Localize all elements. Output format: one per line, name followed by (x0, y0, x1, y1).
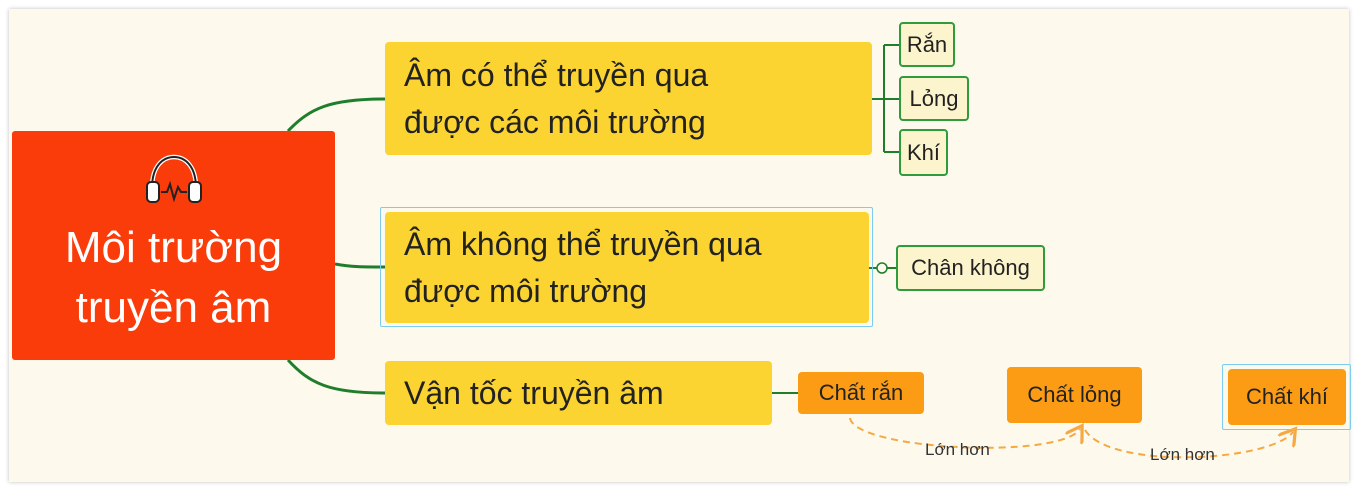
connector-root-branch-3 (286, 358, 386, 395)
connector-branch-1-leaves (872, 44, 899, 153)
root-topic[interactable]: Môi trường truyền âm (12, 131, 335, 360)
root-title-line-1: Môi trường (64, 222, 283, 272)
leaf-vacuum[interactable]: Chân không (896, 245, 1045, 291)
leaf-liquid[interactable]: Lỏng (899, 76, 969, 121)
leaf-solid[interactable]: Rắn (899, 22, 955, 67)
relation-label-2: Lớn hơn (1150, 445, 1215, 464)
branch-2-line-1: Âm không thể truyền qua (404, 225, 762, 262)
root-title-line-2: truyền âm (75, 282, 272, 332)
state-gas[interactable]: Chất khí (1228, 369, 1346, 425)
relation-label-1: Lớn hơn (925, 440, 990, 459)
headphones-icon (145, 154, 202, 203)
state-solid[interactable]: Chất rắn (798, 372, 924, 414)
connector-root-branch-1 (286, 97, 386, 133)
selection-outline (380, 207, 873, 327)
branch-2-line-2: được môi trường (404, 272, 648, 309)
state-liquid[interactable]: Chất lỏng (1007, 367, 1142, 423)
relation-arrow-1 (849, 417, 1080, 449)
branch-1-line-1: Âm có thể truyền qua (404, 56, 709, 93)
selection-outline (1222, 364, 1351, 430)
leaf-gas[interactable]: Khí (899, 129, 948, 176)
branch-cannot-transmit[interactable]: Âm không thể truyền qua được môi trường (385, 212, 869, 323)
branch-can-transmit[interactable]: Âm có thể truyền qua được các môi trường (385, 42, 872, 155)
connector-branch-2-vacuum (869, 262, 896, 274)
branch-sound-speed[interactable]: Vận tốc truyền âm (385, 361, 772, 425)
connector-root-branch-2 (334, 262, 386, 269)
relation-arrow-2 (1084, 430, 1293, 459)
branch-3-label: Vận tốc truyền âm (404, 374, 664, 411)
branch-1-line-2: được các môi trường (404, 103, 706, 140)
